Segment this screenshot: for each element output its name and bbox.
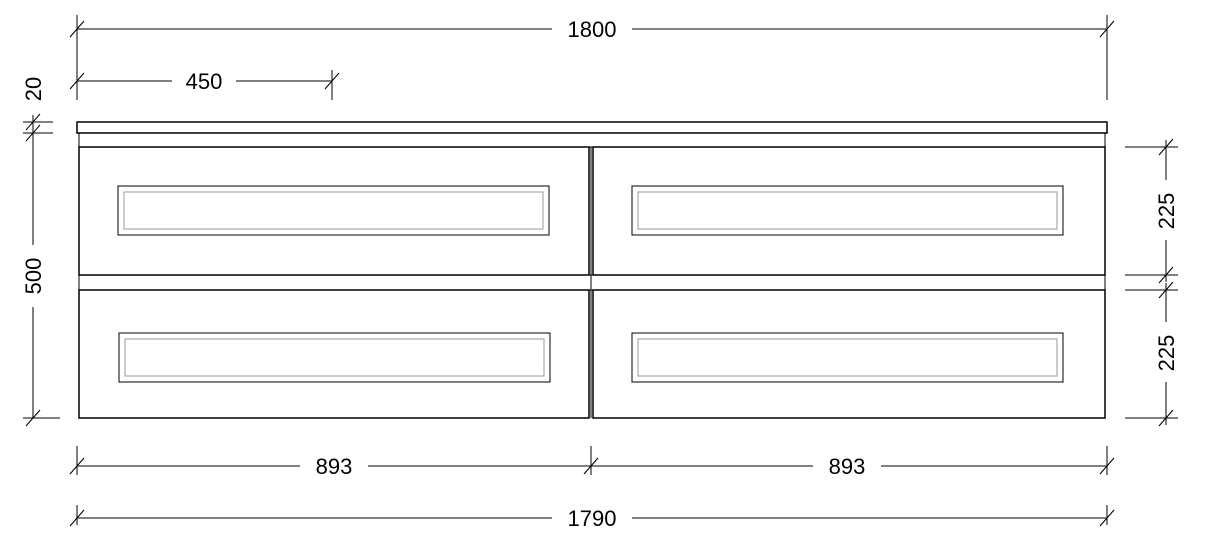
dimension-drawer-widths: 893 893 — [69, 446, 1115, 479]
dimension-drawer-width-right-label: 893 — [829, 454, 866, 479]
drawer-bottom-right — [592, 289, 1106, 419]
drawer-panel-top-left — [117, 185, 550, 236]
dimension-handle-offset: 450 — [69, 68, 340, 100]
dimension-overall-top-label: 1800 — [568, 17, 617, 42]
dimension-top-thickness-label: 20 — [21, 77, 46, 101]
dimension-height-label: 500 — [21, 258, 46, 295]
vanity-top — [76, 121, 1108, 134]
drawer-top-right — [592, 146, 1106, 276]
drawer-panel-bottom-left — [118, 332, 551, 383]
dimension-height: 500 — [21, 133, 60, 427]
dimension-handle-offset-label: 450 — [186, 69, 223, 94]
dimension-overall-bottom-label: 1790 — [568, 506, 617, 531]
vanity-cabinet — [76, 121, 1108, 419]
vanity-top-underside — [78, 132, 1106, 148]
drawer-panel-top-right — [631, 185, 1064, 236]
dimension-drawer-width-left-label: 893 — [316, 454, 353, 479]
dimension-top-thickness: 20 — [21, 77, 53, 142]
drawer-panel-bottom-right — [631, 332, 1064, 383]
dimension-drawer-height-upper: 225 — [1125, 138, 1180, 284]
drawer-top-left — [78, 146, 590, 276]
dimension-drawer-height-upper-label: 225 — [1154, 193, 1179, 230]
dimension-overall-bottom: 1790 — [69, 505, 1115, 531]
drawer-separator-rail — [78, 274, 1106, 291]
drawer-bottom-left — [78, 289, 590, 419]
dimension-drawer-height-lower-label: 225 — [1154, 335, 1179, 372]
dimension-drawer-height-lower: 225 — [1125, 281, 1180, 427]
